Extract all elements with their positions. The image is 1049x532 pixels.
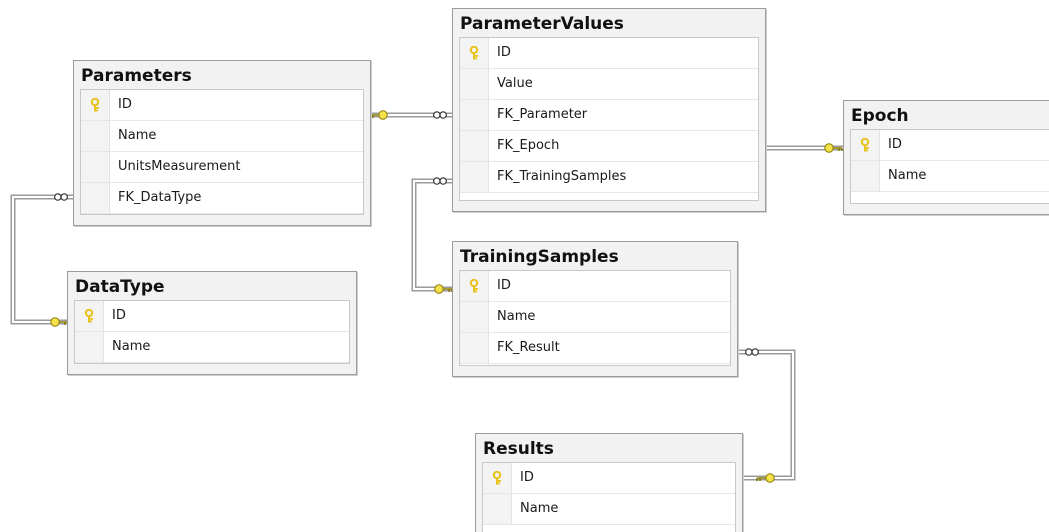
link-trainingsamples-results[interactable] <box>738 349 796 481</box>
table-title[interactable]: Parameters <box>81 66 192 86</box>
one-end-key-icon <box>50 317 69 327</box>
table-epoch[interactable]: Epoch ID Name <box>843 100 1049 215</box>
column-row[interactable]: FK_TrainingSamples <box>460 162 758 193</box>
many-end-icon <box>432 111 448 119</box>
table-columns: ID Name UnitsMeasurement FK_DataType <box>80 89 364 215</box>
row-selector[interactable] <box>75 332 104 362</box>
row-selector[interactable] <box>460 100 489 130</box>
row-selector[interactable] <box>460 271 489 301</box>
column-row[interactable]: Value <box>460 69 758 100</box>
column-row[interactable]: UnitsMeasurement <box>81 152 363 183</box>
table-columns: ID Value FK_Parameter FK_Epoch FK_Traini… <box>459 37 759 201</box>
table-results[interactable]: Results ID Name <box>475 433 743 532</box>
primary-key-icon <box>492 471 502 485</box>
column-row[interactable]: FK_Parameter <box>460 100 758 131</box>
row-selector[interactable] <box>75 301 104 331</box>
table-title[interactable]: DataType <box>75 277 165 297</box>
row-selector[interactable] <box>81 152 110 182</box>
column-name: Name <box>520 501 559 516</box>
column-name: FK_DataType <box>118 190 202 205</box>
column-name: ID <box>520 470 534 485</box>
row-selector[interactable] <box>460 69 489 99</box>
column-row[interactable]: FK_DataType <box>81 183 363 214</box>
many-end-icon <box>432 177 448 185</box>
column-row[interactable]: Name <box>483 494 735 525</box>
row-selector[interactable] <box>483 494 512 524</box>
column-row-id[interactable]: ID <box>75 301 349 332</box>
row-selector[interactable] <box>483 463 512 493</box>
table-training-samples[interactable]: TrainingSamples ID Name FK_Result <box>452 241 738 377</box>
table-title[interactable]: ParameterValues <box>460 14 624 34</box>
column-name: FK_Result <box>497 340 560 355</box>
column-name: Value <box>497 76 533 91</box>
column-row[interactable]: FK_Epoch <box>460 131 758 162</box>
table-columns: ID Name <box>482 462 736 532</box>
many-end-icon <box>744 348 760 356</box>
table-title[interactable]: Epoch <box>851 106 909 126</box>
row-selector[interactable] <box>460 131 489 161</box>
link-parametervalues-trainingsamples[interactable] <box>411 178 452 292</box>
column-name: Name <box>112 339 151 354</box>
row-selector[interactable] <box>851 161 880 191</box>
one-end-key-icon <box>369 110 388 120</box>
table-parameter-values[interactable]: ParameterValues ID Value FK_Parameter FK… <box>452 8 766 212</box>
one-end-key-icon <box>434 284 453 294</box>
table-title[interactable]: Results <box>483 439 554 459</box>
table-data-type[interactable]: DataType ID Name <box>67 271 357 375</box>
column-name: ID <box>497 45 511 60</box>
table-parameters[interactable]: Parameters ID Name UnitsMeasurement FK_D… <box>73 60 371 226</box>
row-selector[interactable] <box>460 38 489 68</box>
column-row[interactable]: FK_Result <box>460 333 730 364</box>
column-name: ID <box>888 137 902 152</box>
row-selector[interactable] <box>460 333 489 363</box>
many-end-icon <box>53 193 68 201</box>
primary-key-icon <box>469 46 479 60</box>
column-row[interactable]: Name <box>81 121 363 152</box>
primary-key-icon <box>90 98 100 112</box>
column-row[interactable]: Name <box>851 161 1049 192</box>
row-selector[interactable] <box>460 162 489 192</box>
column-name: Name <box>118 128 157 143</box>
column-name: ID <box>112 308 126 323</box>
column-row-id[interactable]: ID <box>460 38 758 69</box>
column-name: ID <box>497 278 511 293</box>
table-columns: ID Name FK_Result <box>459 270 731 366</box>
primary-key-icon <box>84 309 94 323</box>
column-row-id[interactable]: ID <box>81 90 363 121</box>
column-row[interactable]: Name <box>460 302 730 333</box>
column-row[interactable]: Name <box>75 332 349 363</box>
row-selector[interactable] <box>81 121 110 151</box>
table-title[interactable]: TrainingSamples <box>460 247 619 267</box>
row-selector[interactable] <box>81 90 110 120</box>
one-end-key-icon <box>756 473 775 483</box>
column-row-id[interactable]: ID <box>851 130 1049 161</box>
primary-key-icon <box>860 138 870 152</box>
column-name: ID <box>118 97 132 112</box>
table-columns: ID Name <box>850 129 1049 204</box>
row-selector[interactable] <box>851 130 880 160</box>
table-columns: ID Name <box>74 300 350 364</box>
column-row-id[interactable]: ID <box>483 463 735 494</box>
link-parameters-datatype[interactable] <box>10 194 73 325</box>
column-name: FK_Epoch <box>497 138 560 153</box>
column-name: Name <box>888 168 927 183</box>
column-row-id[interactable]: ID <box>460 271 730 302</box>
primary-key-icon <box>469 279 479 293</box>
column-name: Name <box>497 309 536 324</box>
column-name: FK_TrainingSamples <box>497 169 627 184</box>
one-end-key-icon <box>824 143 843 153</box>
row-selector[interactable] <box>460 302 489 332</box>
row-selector[interactable] <box>81 183 110 213</box>
column-name: UnitsMeasurement <box>118 159 241 174</box>
column-name: FK_Parameter <box>497 107 588 122</box>
